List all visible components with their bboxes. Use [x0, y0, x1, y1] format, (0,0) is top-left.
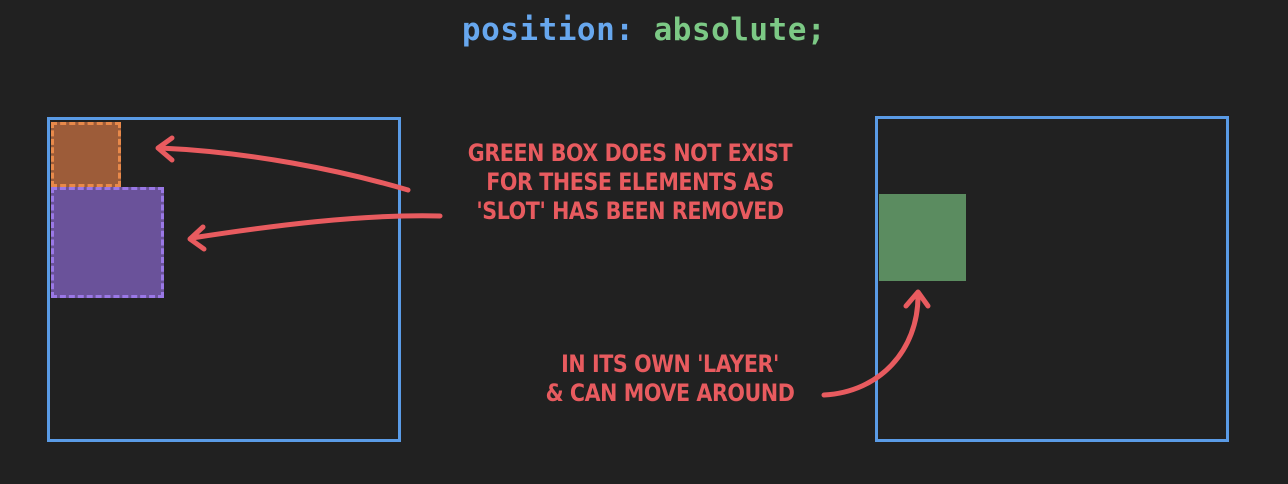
left-container: [47, 117, 401, 442]
annotation-own-layer: IN ITS OWN 'LAYER' & CAN MOVE AROUND: [524, 350, 816, 408]
annotation-line: & CAN MOVE AROUND: [545, 379, 795, 407]
css-value: absolute;: [653, 12, 827, 48]
annotation-line: FOR THESE ELEMENTS AS: [486, 168, 774, 196]
purple-absolute-box: [51, 187, 164, 298]
annotation-line: 'SLOT' HAS BEEN REMOVED: [476, 197, 784, 225]
css-property: position:: [461, 12, 635, 48]
orange-absolute-box: [51, 122, 121, 187]
right-container: [875, 116, 1229, 442]
annotation-line: IN ITS OWN 'LAYER': [561, 350, 779, 378]
green-box: [879, 194, 966, 281]
page-title: position: absolute;: [0, 12, 1288, 48]
annotation-slot-removed: GREEN BOX DOES NOT EXIST FOR THESE ELEME…: [449, 139, 810, 226]
annotation-line: GREEN BOX DOES NOT EXIST: [467, 139, 793, 167]
